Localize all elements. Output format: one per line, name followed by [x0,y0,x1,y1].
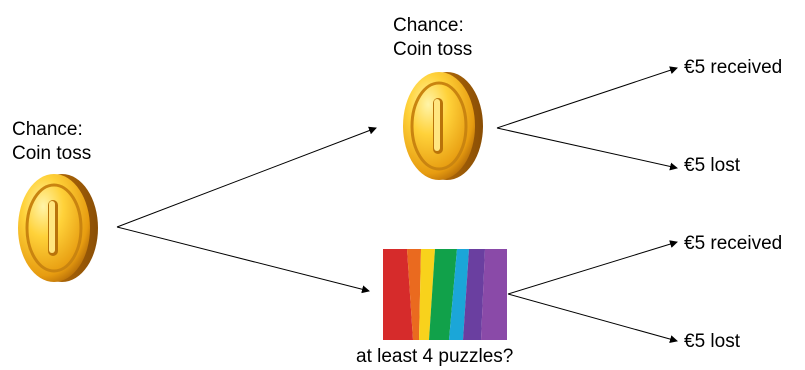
top-label-line2: Coin toss [393,39,473,60]
edge-top-to-received [496,66,678,129]
top-coin-icon [403,72,483,180]
edge-root-to-bottom [116,226,370,294]
edge-top-to-lost [496,127,678,171]
top-chance-label: Chance: Coin toss [393,14,472,62]
top-label-line1: Chance: [393,15,464,36]
root-coin-icon [18,174,98,282]
edge-bottom-to-received [507,240,678,295]
root-chance-label: Chance: Coin toss [12,118,91,166]
edge-root-to-top [116,126,377,228]
outcome-top-lost: €5 lost [684,155,740,176]
puzzle-caption: at least 4 puzzles? [356,346,514,367]
edge-bottom-to-lost [507,293,678,343]
outcome-bottom-lost: €5 lost [684,331,740,352]
root-label-line2: Coin toss [12,143,92,164]
root-label-line1: Chance: [12,119,83,140]
outcome-bottom-received: €5 received [684,233,783,254]
outcome-top-received: €5 received [684,57,783,78]
puzzle-image [383,249,507,340]
